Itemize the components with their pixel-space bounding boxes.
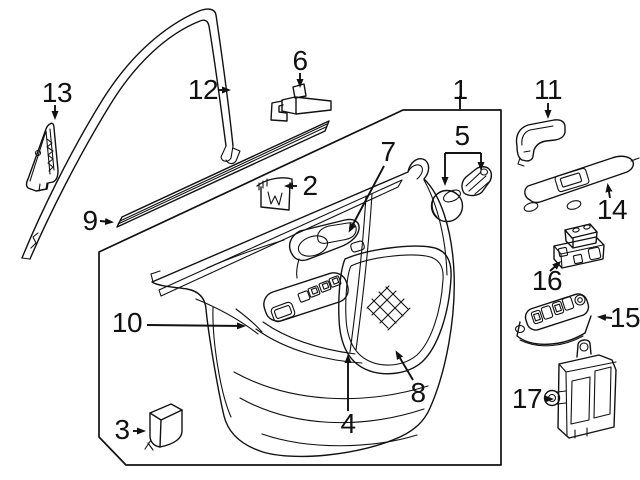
window-switch-cluster (297, 275, 342, 303)
door-handle-cup (297, 235, 329, 257)
door-handle-lever (317, 222, 357, 244)
callout-10: 10 (111, 307, 143, 338)
part-2-clip-drawing (256, 177, 293, 211)
part-12-window-frame-trim-drawing (21, 8, 241, 260)
callout-2: 2 (302, 170, 318, 201)
arrow-16 (549, 261, 562, 272)
callout-arrows (51, 73, 613, 435)
callout-8: 8 (410, 377, 426, 408)
part-9-belt-molding-drawing (116, 120, 330, 228)
part-5-fasteners-drawing (430, 166, 493, 223)
callout-9: 9 (82, 205, 98, 236)
callout-3: 3 (114, 414, 130, 445)
callout-17: 17 (511, 383, 543, 414)
callout-13: 13 (41, 77, 73, 108)
speaker-grille-crosshatch (366, 285, 411, 331)
callout-7: 7 (380, 136, 396, 167)
arrow-9 (99, 217, 114, 225)
arrow-8 (395, 350, 414, 381)
arrow-10 (146, 322, 246, 330)
panel-assembly-box (98, 109, 502, 466)
part-13-mirror-sail-trim-drawing (25, 122, 59, 192)
part-17-control-module-drawing (543, 339, 617, 439)
callout-14: 14 (596, 194, 628, 225)
callout-11: 11 (533, 74, 563, 105)
trim-insert-boundary (349, 193, 373, 353)
part-3-clip-drawing (144, 403, 183, 451)
arrow-7 (348, 165, 385, 233)
arrow-15 (597, 314, 613, 321)
part-11-handle-trim-drawing (515, 119, 566, 167)
arrow-14 (605, 183, 613, 199)
part-14-switch-bezel-drawing (523, 155, 640, 212)
callout-15: 15 (609, 302, 640, 333)
armrest-switch-bezel (263, 272, 349, 322)
part-15-master-switch-drawing (514, 293, 592, 347)
door-trim-panel-drawing (150, 158, 455, 458)
door-handle-recess (288, 218, 360, 262)
callout-16: 16 (531, 265, 563, 296)
map-pocket-lines (233, 371, 429, 447)
speaker-sail-outline (338, 245, 452, 375)
callout-5: 5 (454, 120, 470, 151)
part-6-clip-drawing (270, 83, 332, 122)
callout-12: 12 (187, 74, 219, 105)
callout-6: 6 (292, 45, 308, 76)
callout-4: 4 (340, 408, 356, 439)
part-16-switch-drawing (553, 223, 605, 269)
lock-knob-slot (350, 240, 365, 253)
callout-1: 1 (452, 74, 468, 105)
